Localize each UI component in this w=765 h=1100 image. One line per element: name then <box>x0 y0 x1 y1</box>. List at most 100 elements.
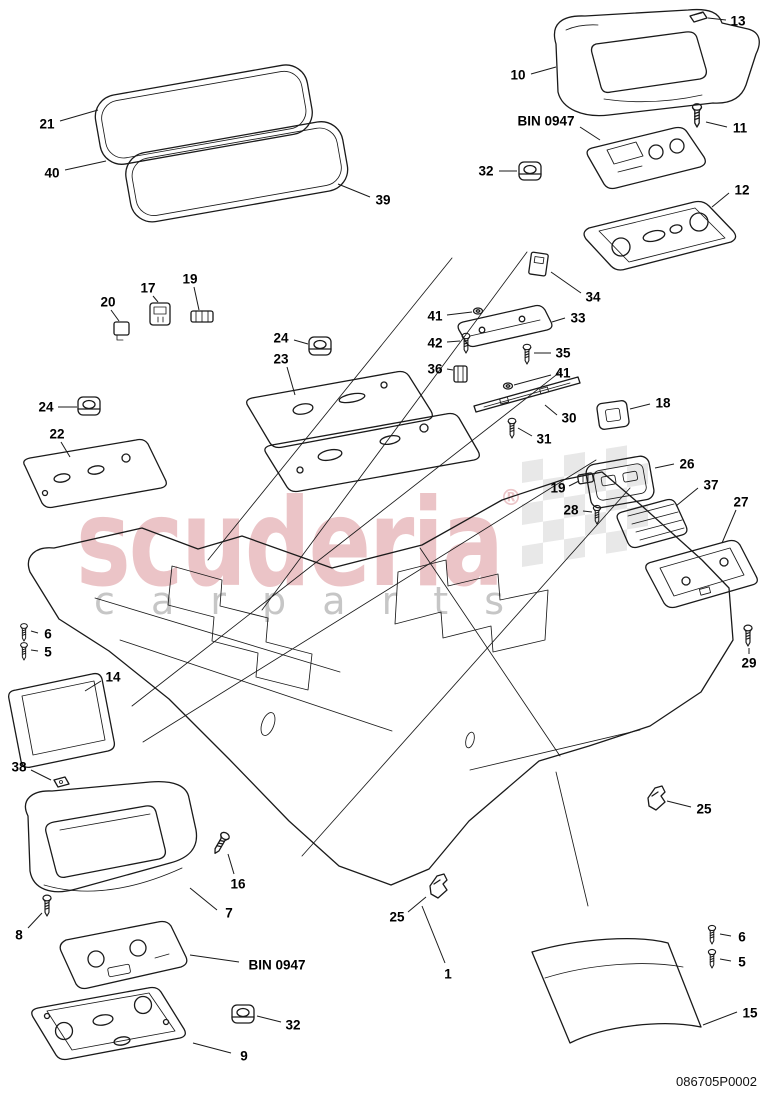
callout-41-b: 41 <box>555 366 571 381</box>
callout-23: 23 <box>273 352 289 367</box>
part-22-trim-panel <box>23 438 167 509</box>
part-6-screw-b <box>707 924 717 945</box>
leader-1 <box>421 905 446 964</box>
callout-24-a: 24 <box>273 331 289 346</box>
leader-18 <box>629 403 651 410</box>
leader-21 <box>59 109 99 122</box>
part-36-clip <box>453 365 468 383</box>
part-11-screw <box>691 103 703 128</box>
part-5-screw-a <box>20 642 28 661</box>
callout-27: 27 <box>733 495 748 510</box>
leader-16 <box>227 853 235 875</box>
callout-38: 38 <box>11 760 27 775</box>
leader-lines <box>27 17 750 1054</box>
part-14-pad <box>8 672 116 769</box>
leader-11 <box>705 121 728 128</box>
leader-8 <box>27 912 43 929</box>
watermark-brand-text: scuderia <box>76 473 502 614</box>
part-1-headliner-panel <box>27 471 734 886</box>
leader-39 <box>337 183 371 198</box>
part-32-grommet-front <box>231 1004 255 1024</box>
leader-26 <box>654 463 675 469</box>
leader-30 <box>544 404 558 416</box>
callout-bin-0947-top: BIN 0947 <box>517 114 574 129</box>
leader-9 <box>192 1042 232 1054</box>
callout-9: 9 <box>240 1049 248 1064</box>
leader-19-a <box>193 286 200 311</box>
part-32-grommet-top <box>518 161 542 181</box>
part-16-screw <box>210 830 232 857</box>
callout-12: 12 <box>734 183 749 198</box>
callout-5-a: 5 <box>44 645 52 660</box>
part-27-bracket <box>645 539 758 609</box>
callout-10: 10 <box>510 68 525 83</box>
part-29-screw <box>743 624 753 647</box>
part-25-clip-a <box>647 785 666 811</box>
leader-37 <box>675 487 699 507</box>
callout-bin-0947-front: BIN 0947 <box>248 958 305 973</box>
leader-bin-0947-front <box>189 954 240 963</box>
construction-lines <box>131 251 631 907</box>
leader-25-a <box>666 800 692 808</box>
callout-39: 39 <box>375 193 390 208</box>
callout-36: 36 <box>427 362 443 377</box>
leader-24-a <box>293 339 309 345</box>
leader-31 <box>517 427 533 437</box>
callout-21: 21 <box>39 117 55 132</box>
leader-5-b <box>719 958 732 962</box>
callout-20: 20 <box>100 295 115 310</box>
callout-34: 34 <box>585 290 601 305</box>
callout-19-a: 19 <box>182 272 197 287</box>
callout-18: 18 <box>655 396 671 411</box>
callout-31: 31 <box>536 432 552 447</box>
part-31-screw <box>507 417 517 439</box>
leader-7 <box>189 887 218 911</box>
callout-16: 16 <box>230 877 246 892</box>
callout-32-b: 32 <box>285 1018 300 1033</box>
leader-23 <box>286 366 296 396</box>
leader-40 <box>64 160 107 171</box>
part-15-trim-strip <box>531 938 702 1044</box>
part-bin0947-console-insert-front <box>59 920 188 990</box>
callout-37: 37 <box>703 478 718 493</box>
watermark-tagline-text: c a r p a r t s <box>94 579 516 623</box>
part-12-console-bezel <box>583 200 737 271</box>
part-23-trim-panels <box>246 370 480 493</box>
callout-13: 13 <box>730 14 746 29</box>
leader-41-b <box>513 374 552 386</box>
leader-5-a <box>30 649 39 652</box>
leader-34 <box>550 271 582 294</box>
part-41-washer-a <box>472 307 484 315</box>
part-20-clip <box>113 321 130 341</box>
callout-22: 22 <box>49 427 64 442</box>
leader-17 <box>152 295 159 303</box>
part-8-screw <box>42 894 52 917</box>
part-10-roof-console-housing <box>553 8 760 117</box>
callout-15: 15 <box>742 1006 758 1021</box>
callout-11: 11 <box>733 121 748 136</box>
callout-25-b: 25 <box>389 910 405 925</box>
part-9-console-bezel <box>31 986 186 1061</box>
callout-35: 35 <box>555 346 571 361</box>
leader-28 <box>582 510 593 513</box>
leader-32-b <box>256 1015 282 1023</box>
callout-14: 14 <box>105 670 121 685</box>
callout-41-a: 41 <box>427 309 443 324</box>
leader-10 <box>530 66 557 75</box>
callout-42: 42 <box>427 336 442 351</box>
leader-19-b <box>568 480 580 487</box>
callout-33: 33 <box>570 311 586 326</box>
checkered-flag-icon <box>522 445 648 567</box>
leader-33 <box>551 317 566 323</box>
part-18-bracket <box>596 400 630 430</box>
part-35-screw <box>522 343 532 365</box>
part-bin0947-console-insert-top <box>586 126 706 190</box>
part-30-rail <box>473 376 581 413</box>
callout-29: 29 <box>741 656 756 671</box>
part-sunroof-seals-21-40-39 <box>94 64 349 223</box>
callout-1: 1 <box>444 967 452 982</box>
part-38-clip <box>53 776 70 788</box>
